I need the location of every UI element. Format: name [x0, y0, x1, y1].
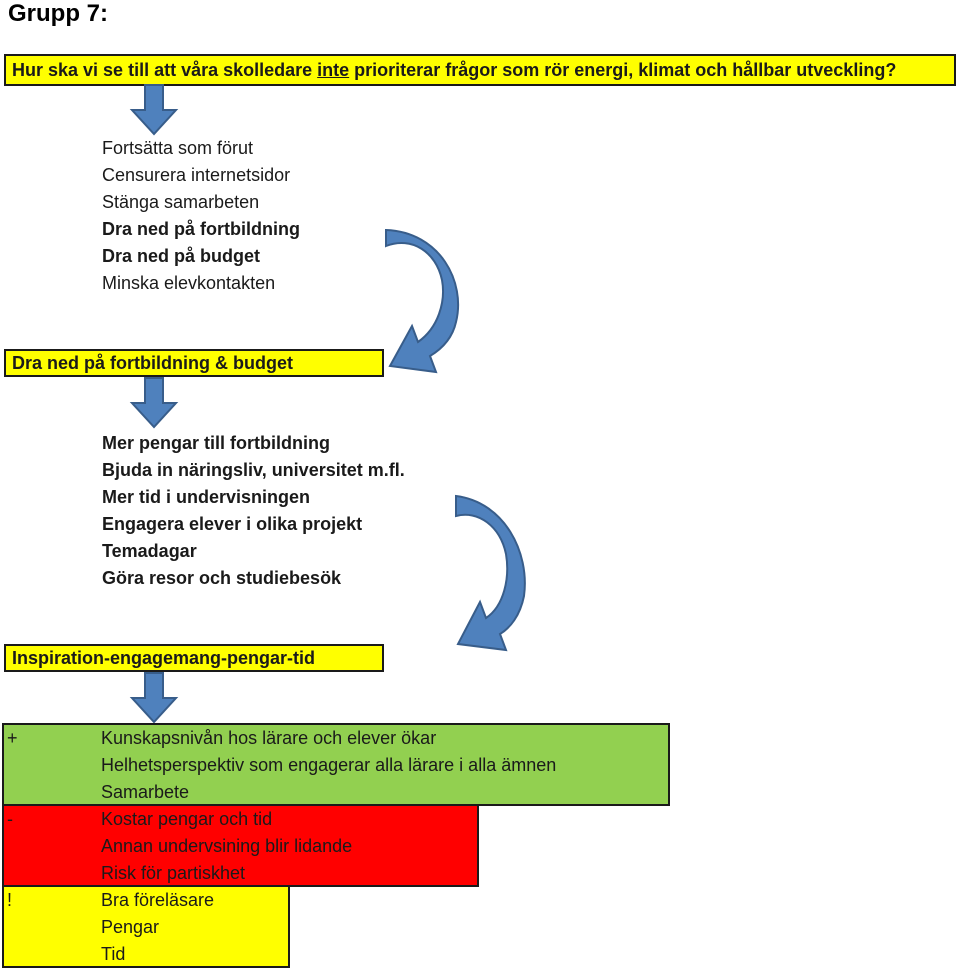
solutions-list: Mer pengar till fortbildning Bjuda in nä…: [102, 430, 405, 592]
cons-box: - Kostar pengar och tid Annan undervsinin…: [2, 804, 479, 887]
question-text-after: prioriterar frågor som rör energi, klima…: [349, 60, 897, 80]
requirement-item: Bra föreläsare: [101, 890, 215, 910]
con-item: Kostar pengar och tid: [101, 809, 273, 829]
option-item: Minska elevkontakten: [102, 273, 276, 293]
down-arrow-icon: [129, 377, 179, 429]
option-item: Censurera internetsidor: [102, 165, 291, 185]
pro-item: Samarbete: [101, 782, 190, 802]
options-list: Fortsätta som förut Censurera internetsi…: [102, 135, 300, 297]
solution-item: Engagera elever i olika projekt: [102, 514, 363, 534]
requirements-box: ! Bra föreläsare Pengar Tid: [2, 885, 290, 968]
question-text-before: Hur ska vi se till att våra skolledare: [12, 60, 318, 80]
minus-symbol: -: [7, 809, 13, 829]
down-arrow-icon: [129, 84, 179, 136]
focus-box-2: Inspiration-engagemang-pengar-tid: [4, 644, 384, 672]
question-text-underlined: inte: [317, 60, 350, 80]
focus-box-label: Dra ned på fortbildning & budget: [12, 353, 293, 373]
focus-box-label: Inspiration-engagemang-pengar-tid: [12, 648, 316, 668]
down-arrow-icon: [129, 672, 179, 724]
solution-item: Göra resor och studiebesök: [102, 568, 342, 588]
exclamation-symbol: !: [7, 890, 13, 910]
focus-box-1: Dra ned på fortbildning & budget: [4, 349, 384, 377]
requirement-item: Pengar: [101, 917, 160, 937]
curved-arrow-icon: [455, 494, 526, 652]
option-item: Dra ned på fortbildning: [102, 219, 300, 239]
pro-item: Helhetsperspektiv som engagerar alla lär…: [101, 755, 557, 775]
curved-arrow-icon: [385, 228, 460, 374]
pros-box: + Kunskapsnivån hos lärare och elever öka…: [2, 723, 670, 806]
con-item: Annan undervsining blir lidande: [101, 836, 353, 856]
page-title: Grupp 7:: [8, 0, 108, 27]
plus-symbol: +: [7, 728, 18, 748]
pro-item: Kunskapsnivån hos lärare och elever ökar: [101, 728, 437, 748]
solution-item: Mer tid i undervisningen: [102, 487, 311, 507]
question-box: Hur ska vi se till att våra skolledare i…: [4, 54, 956, 86]
requirement-item: Tid: [101, 944, 126, 964]
option-item: Stänga samarbeten: [102, 192, 260, 212]
solution-item: Bjuda in näringsliv, universitet m.fl.: [102, 460, 405, 480]
con-item: Risk för partiskhet: [101, 863, 246, 883]
option-item: Dra ned på budget: [102, 246, 261, 266]
solution-item: Mer pengar till fortbildning: [102, 433, 330, 453]
solution-item: Temadagar: [102, 541, 197, 561]
option-item: Fortsätta som förut: [102, 138, 254, 158]
